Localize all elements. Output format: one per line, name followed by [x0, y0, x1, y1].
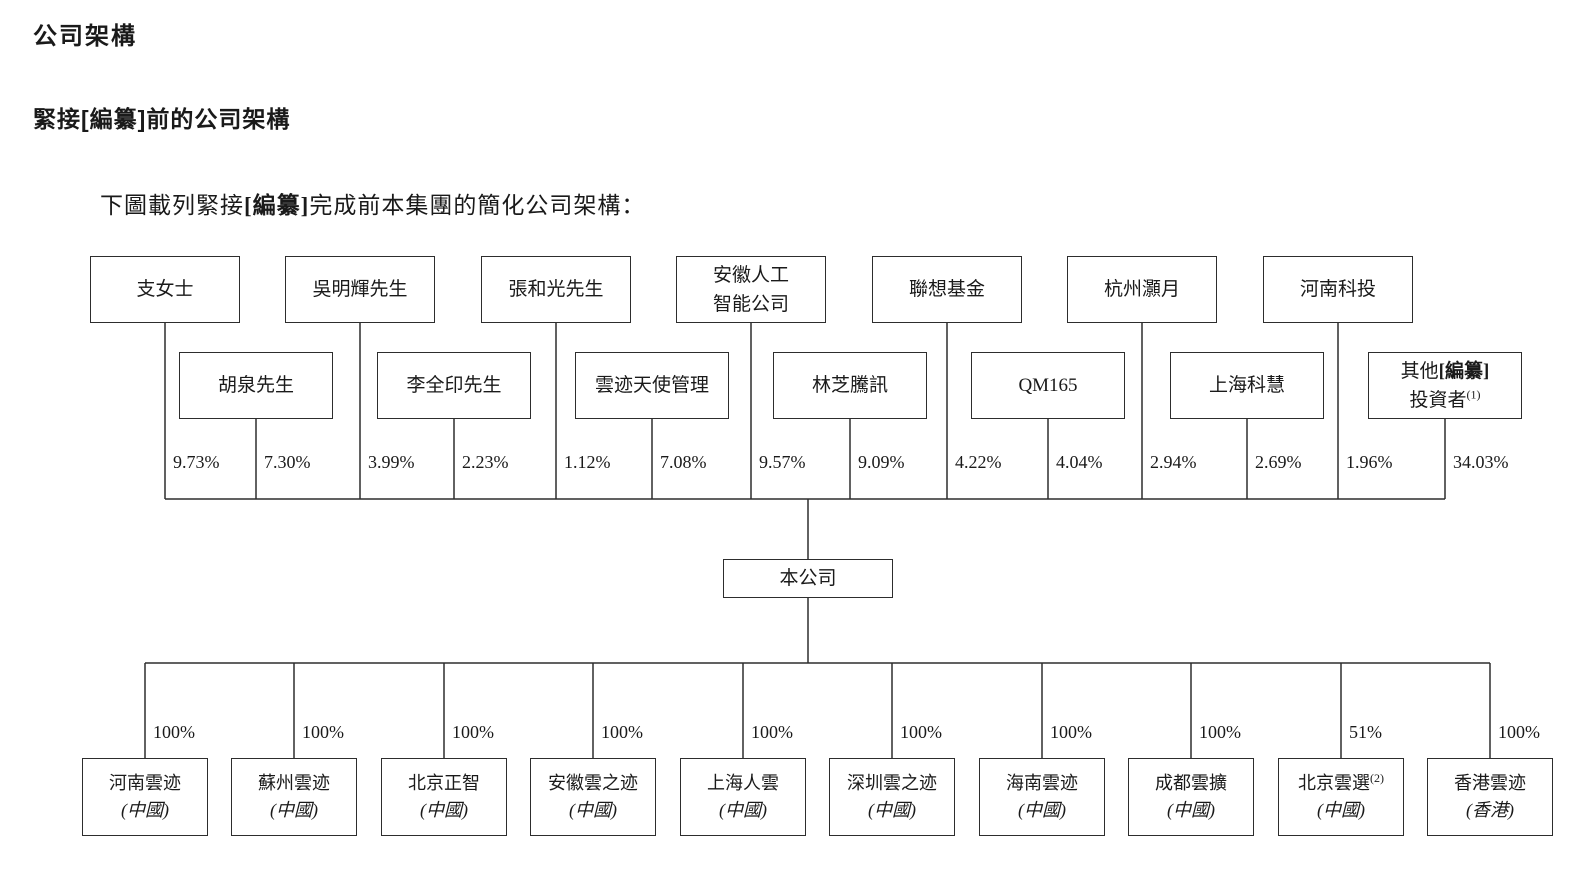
node-shareholder: 杭州灝月 [1067, 256, 1217, 323]
ownership-pct: 2.23% [462, 452, 509, 472]
ownership-pct: 7.08% [660, 452, 707, 472]
ownership-pct: 100% [153, 722, 195, 742]
intro-post: 完成前本集團的簡化公司架構： [309, 193, 646, 218]
node-shareholder: 胡泉先生 [179, 352, 333, 419]
ownership-pct: 9.57% [759, 452, 806, 472]
node-region: (中國) [868, 800, 916, 820]
ownership-pct: 100% [751, 722, 793, 742]
node-label-line1: 北京雲選(2) [1298, 770, 1384, 797]
node-label: 上海科慧 [1208, 375, 1285, 396]
node-label: 支女士 [136, 279, 194, 300]
ownership-pct: 100% [1498, 722, 1540, 742]
node-label: 張和光先生 [508, 279, 604, 300]
node-label: 胡泉先生 [217, 375, 294, 396]
node-region: (中國) [1167, 800, 1215, 820]
node-label-line1: 其他[編纂] [1401, 357, 1490, 386]
ownership-pct: 100% [601, 722, 643, 742]
node-subsidiary: 深圳雲之迹 (中國) [829, 758, 955, 836]
node-label: 蘇州雲迹 [258, 773, 330, 793]
node-subsidiary: 北京正智 (中國) [381, 758, 507, 836]
node-label-line2: 投資者(1) [1409, 386, 1480, 415]
footnote-marker: (2) [1370, 771, 1384, 785]
node-label: 河南科投 [1299, 279, 1376, 300]
node-label: 安徽雲之迹 [548, 773, 638, 793]
node-region: (中國) [719, 800, 767, 820]
node-label: 其他 [1400, 360, 1439, 382]
node-subsidiary: 北京雲選(2) (中國) [1278, 758, 1404, 836]
ownership-pct: 4.22% [955, 452, 1002, 472]
node-shareholder-other-investors: 其他[編纂] 投資者(1) [1368, 352, 1522, 419]
node-label: 北京正智 [408, 773, 480, 793]
ownership-pct: 1.12% [564, 452, 611, 472]
ownership-pct: 7.30% [264, 452, 311, 472]
ownership-pct: 2.69% [1255, 452, 1302, 472]
node-region: (中國) [569, 800, 617, 820]
node-label: 北京雲選 [1298, 773, 1370, 793]
ownership-pct: 4.04% [1056, 452, 1103, 472]
node-label: 吳明輝先生 [312, 279, 408, 300]
ownership-pct: 3.99% [368, 452, 415, 472]
node-shareholder: 聯想基金 [872, 256, 1022, 323]
ownership-pct: 2.94% [1150, 452, 1197, 472]
ownership-pct: 100% [302, 722, 344, 742]
node-shareholder: 雲迹天使管理 [575, 352, 729, 419]
node-shareholder: 支女士 [90, 256, 240, 323]
node-label: 杭州灝月 [1103, 279, 1180, 300]
ownership-pct: 1.96% [1346, 452, 1393, 472]
node-label: 河南雲迹 [109, 773, 181, 793]
node-label: 本公司 [779, 568, 837, 589]
node-subsidiary: 安徽雲之迹 (中國) [530, 758, 656, 836]
node-label: 李全印先生 [406, 375, 502, 396]
section-title: 緊接[編纂]前的公司架構 [33, 106, 291, 132]
ownership-pct: 100% [900, 722, 942, 742]
footnote-marker: (1) [1466, 387, 1481, 402]
node-label: 雲迹天使管理 [594, 375, 709, 396]
node-subsidiary: 香港雲迹 (香港) [1427, 758, 1553, 836]
node-shareholder: 李全印先生 [377, 352, 531, 419]
node-subsidiary: 成都雲擴 (中國) [1128, 758, 1254, 836]
node-subsidiary: 蘇州雲迹 (中國) [231, 758, 357, 836]
node-label: 安徽人工 智能公司 [712, 264, 789, 315]
node-subsidiary: 海南雲迹 (中國) [979, 758, 1105, 836]
node-label: 投資者 [1409, 389, 1467, 411]
node-label: 海南雲迹 [1006, 773, 1078, 793]
intro-redacted: [編纂] [244, 193, 310, 218]
ownership-pct: 51% [1349, 722, 1382, 742]
node-label: 深圳雲之迹 [847, 773, 937, 793]
node-region: (中國) [121, 800, 169, 820]
ownership-pct: 100% [452, 722, 494, 742]
node-shareholder: 吳明輝先生 [285, 256, 435, 323]
node-region: (中國) [270, 800, 318, 820]
node-subsidiary: 河南雲迹 (中國) [82, 758, 208, 836]
redacted-label: [編纂] [1438, 360, 1490, 382]
ownership-pct: 9.73% [173, 452, 220, 472]
ownership-pct: 9.09% [858, 452, 905, 472]
node-label: 聯想基金 [908, 279, 985, 300]
node-shareholder: 張和光先生 [481, 256, 631, 323]
node-region: (中國) [1018, 800, 1066, 820]
node-company: 本公司 [723, 559, 893, 598]
node-shareholder: 安徽人工 智能公司 [676, 256, 826, 323]
node-label: 香港雲迹 [1454, 773, 1526, 793]
node-label: 成都雲擴 [1155, 773, 1227, 793]
page-title: 公司架構 [33, 23, 137, 50]
node-subsidiary: 上海人雲 (中國) [680, 758, 806, 836]
node-label: 林芝騰訊 [811, 375, 888, 396]
node-shareholder: QM165 [971, 352, 1125, 419]
intro-pre: 下圖載列緊接 [100, 193, 244, 218]
node-shareholder: 林芝騰訊 [773, 352, 927, 419]
node-label: QM165 [1018, 375, 1078, 396]
node-shareholder: 河南科投 [1263, 256, 1413, 323]
ownership-pct: 100% [1199, 722, 1241, 742]
ownership-pct: 100% [1050, 722, 1092, 742]
node-region: (中國) [1317, 800, 1365, 820]
intro-text: 下圖載列緊接[編纂]完成前本集團的簡化公司架構： [100, 186, 645, 220]
node-label: 上海人雲 [707, 773, 779, 793]
node-region: (中國) [420, 800, 468, 820]
ownership-pct: 34.03% [1453, 452, 1509, 472]
node-region: (香港) [1466, 800, 1514, 820]
node-shareholder: 上海科慧 [1170, 352, 1324, 419]
